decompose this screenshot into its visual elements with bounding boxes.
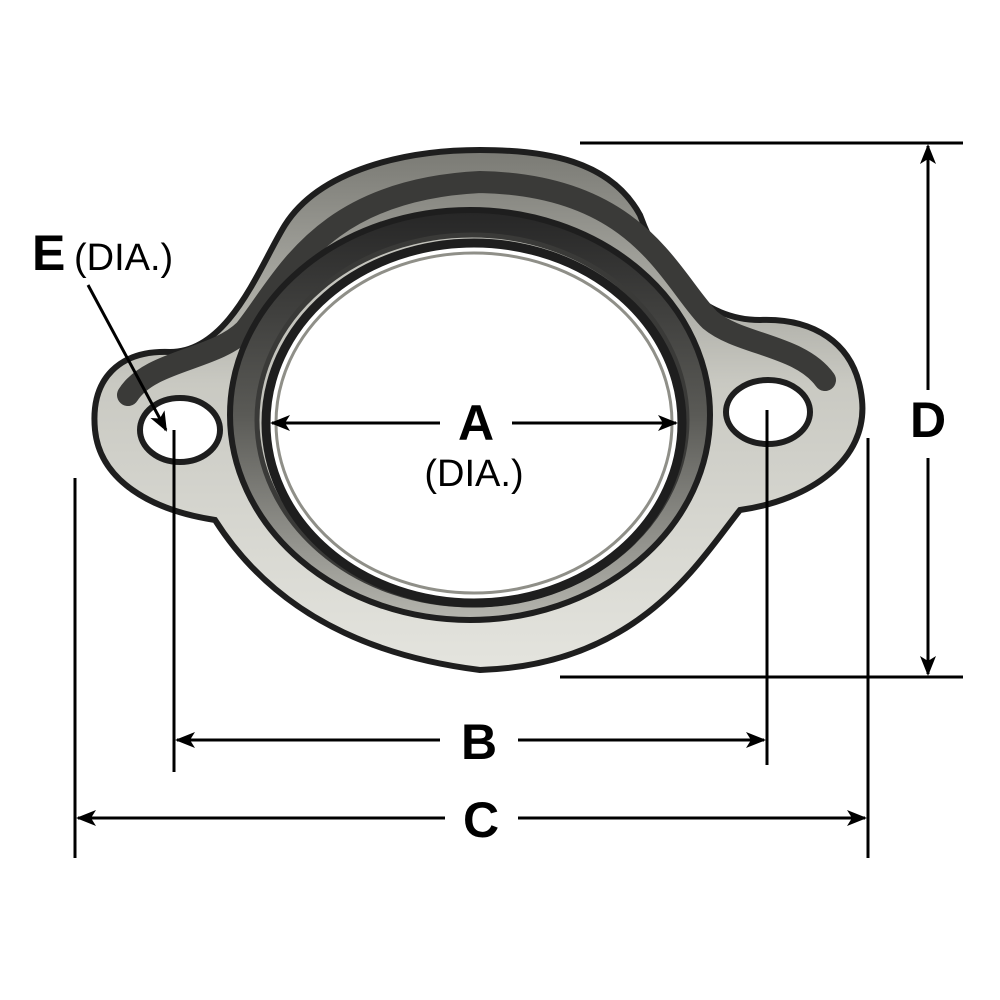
label-e-note: (DIA.) — [74, 237, 173, 279]
flange-part — [91, 146, 866, 674]
dimension-labels: A (DIA.) B C D E (DIA.) — [32, 225, 946, 848]
flange-rim-shadow — [117, 170, 836, 406]
label-a: A — [458, 395, 494, 451]
label-a-note: (DIA.) — [424, 453, 523, 495]
label-b: B — [461, 714, 497, 770]
label-e: E — [32, 225, 65, 281]
label-c: C — [463, 792, 499, 848]
label-d: D — [910, 392, 946, 448]
bolt-hole-left — [137, 395, 223, 465]
dimension-lines — [73, 141, 963, 858]
center-bore — [261, 238, 687, 608]
dim-e-leader — [86, 284, 168, 432]
